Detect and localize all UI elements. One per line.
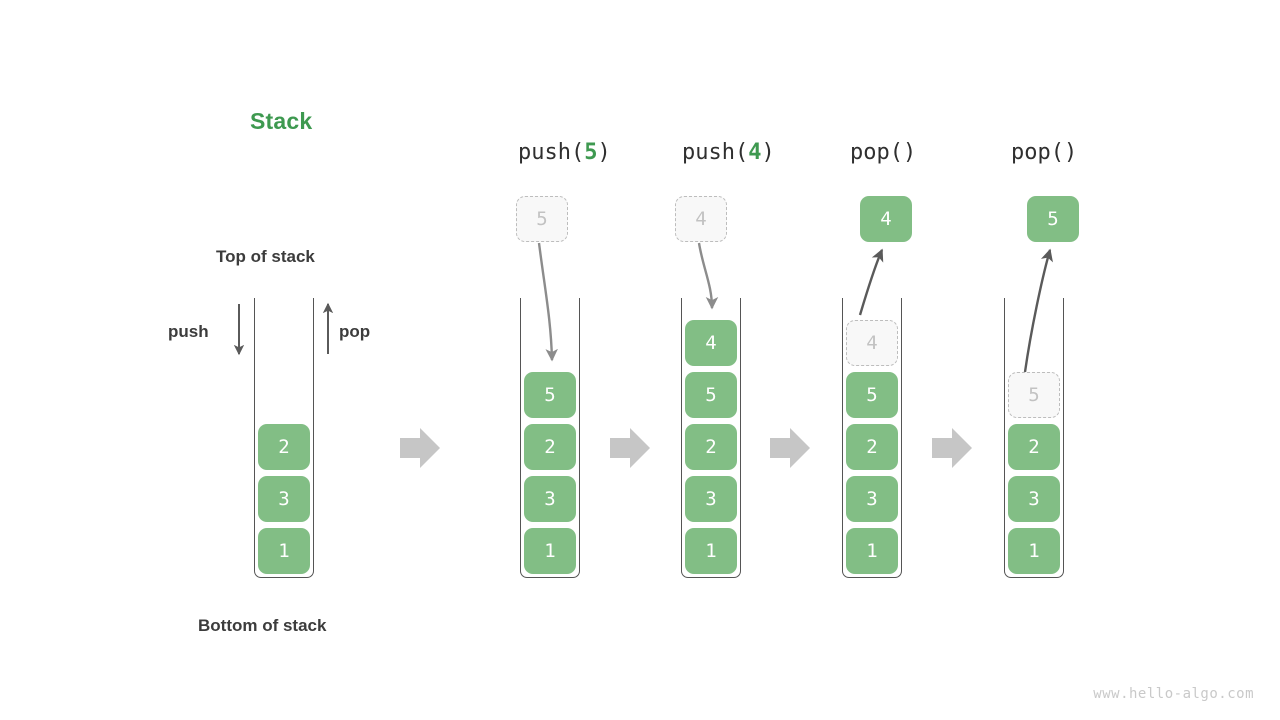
operation-label-push-5: push(5)	[518, 140, 611, 165]
page-title: Stack	[250, 108, 313, 134]
transition-arrow	[400, 428, 440, 468]
stack-container	[681, 298, 741, 578]
stack-container	[842, 298, 902, 578]
stack-cell: 5	[685, 372, 737, 418]
popped-element: 5	[1027, 196, 1079, 242]
op-arg: 5	[584, 140, 598, 165]
stack-cell-removed: 4	[846, 320, 898, 366]
op-name: push(	[682, 140, 749, 165]
stack-cell: 1	[258, 528, 310, 574]
label-push: push	[168, 322, 209, 341]
stack-cell: 1	[1008, 528, 1060, 574]
stack-cell: 1	[846, 528, 898, 574]
op-close: )	[761, 140, 775, 165]
stack-container	[1004, 298, 1064, 578]
op-close: )	[597, 140, 611, 165]
transition-arrow	[932, 428, 972, 468]
label-bottom-of-stack: Bottom of stack	[198, 616, 327, 635]
stack-cell: 2	[258, 424, 310, 470]
operation-label-pop-2: pop()	[1011, 140, 1077, 165]
stack-cell: 2	[846, 424, 898, 470]
stack-cell: 2	[685, 424, 737, 470]
label-top-of-stack: Top of stack	[216, 247, 315, 266]
stack-cell: 2	[1008, 424, 1060, 470]
op-close: )	[902, 140, 917, 165]
stack-cell: 3	[1008, 476, 1060, 522]
stack-cell: 1	[524, 528, 576, 574]
popped-element: 4	[860, 196, 912, 242]
stack-cell: 2	[524, 424, 576, 470]
stack-cell: 3	[258, 476, 310, 522]
stack-cell: 5	[524, 372, 576, 418]
stack-container	[254, 298, 314, 578]
stack-cell: 3	[524, 476, 576, 522]
op-name: push(	[518, 140, 585, 165]
transition-arrow	[770, 428, 810, 468]
stack-cell: 5	[846, 372, 898, 418]
label-pop: pop	[339, 322, 371, 341]
watermark: www.hello-algo.com	[1093, 686, 1254, 702]
stack-cell-removed: 5	[1008, 372, 1060, 418]
transition-arrow	[610, 428, 650, 468]
stack-cell: 1	[685, 528, 737, 574]
op-close: )	[1063, 140, 1078, 165]
operation-label-pop-1: pop()	[850, 140, 916, 165]
op-name: pop(	[1011, 140, 1064, 165]
stack-cell: 3	[685, 476, 737, 522]
pending-push-element: 5	[516, 196, 568, 242]
stack-cell: 3	[846, 476, 898, 522]
stack-container	[520, 298, 580, 578]
pending-push-element: 4	[675, 196, 727, 242]
operation-label-push-4: push(4)	[682, 140, 775, 165]
op-name: pop(	[850, 140, 903, 165]
op-arg: 4	[748, 140, 762, 165]
stack-cell: 4	[685, 320, 737, 366]
